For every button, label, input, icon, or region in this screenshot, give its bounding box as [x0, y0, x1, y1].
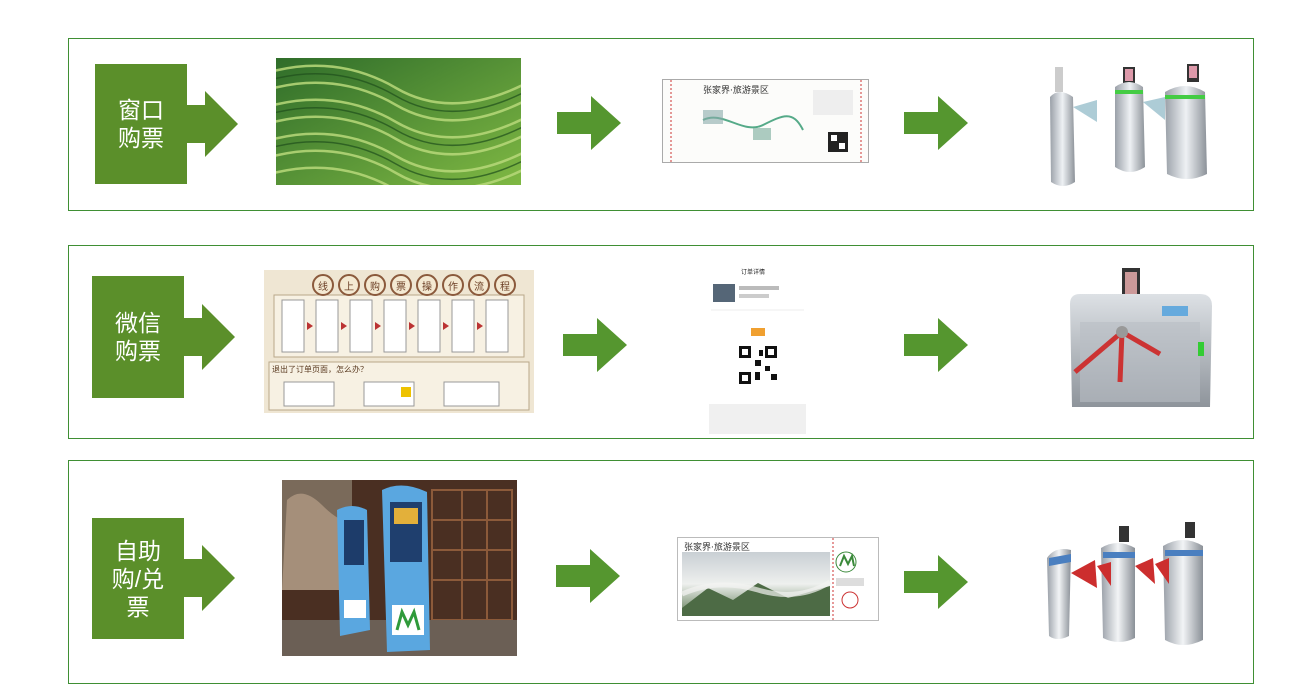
tripod-turnstile-gate	[1050, 262, 1222, 418]
flow-arrow	[904, 96, 968, 150]
callout-arrow-shape	[95, 64, 238, 184]
board-char: 操	[416, 274, 438, 296]
paper-ticket-map: 张家界·旅游景区	[662, 79, 869, 163]
board-char: 票	[390, 274, 412, 296]
board-title-chars: 线 上 购 票 操 作 流 程	[312, 274, 516, 296]
callout-arrow-shape	[92, 276, 235, 398]
self-service-kiosks-photo	[282, 480, 517, 656]
red-wing-barrier-gates	[1035, 518, 1225, 658]
callout-self-service-ticketing: 自助 购/兑 票	[92, 518, 237, 639]
ticket-title: 张家界·旅游景区	[703, 86, 769, 96]
flow-arrow	[556, 549, 620, 603]
callout-label: 微信 购票	[115, 310, 161, 364]
callout-label: 窗口 购票	[118, 97, 164, 151]
board-char: 购	[364, 274, 386, 296]
rice-terrace-photo	[276, 58, 521, 185]
ticket-title: 张家界·旅游景区	[684, 543, 750, 553]
board-char: 线	[312, 274, 334, 296]
board-question: 退出了订单页面，怎么办？	[272, 365, 368, 374]
board-char: 程	[494, 274, 516, 296]
online-ticket-process-board: 线 上 购 票 操 作 流 程 退出了订单页面，怎么办？	[264, 270, 534, 413]
wechat-order-screen: 订单详情	[709, 262, 806, 434]
flap-barrier-gates	[1045, 62, 1245, 192]
callout-wechat-ticketing: 微信 购票	[92, 276, 237, 398]
board-char: 作	[442, 274, 464, 296]
callout-label: 自助 购/兑 票	[111, 537, 165, 620]
board-char: 上	[338, 274, 360, 296]
screen-title: 订单详情	[741, 270, 766, 276]
board-char: 流	[468, 274, 490, 296]
printed-ticket-landscape: 张家界·旅游景区	[677, 537, 879, 621]
flow-arrow	[563, 318, 627, 372]
flow-arrow	[904, 318, 968, 372]
flow-arrow	[557, 96, 621, 150]
flow-arrow	[904, 555, 968, 609]
callout-arrow-shape	[92, 518, 235, 639]
callout-window-ticketing: 窗口 购票	[95, 64, 240, 184]
